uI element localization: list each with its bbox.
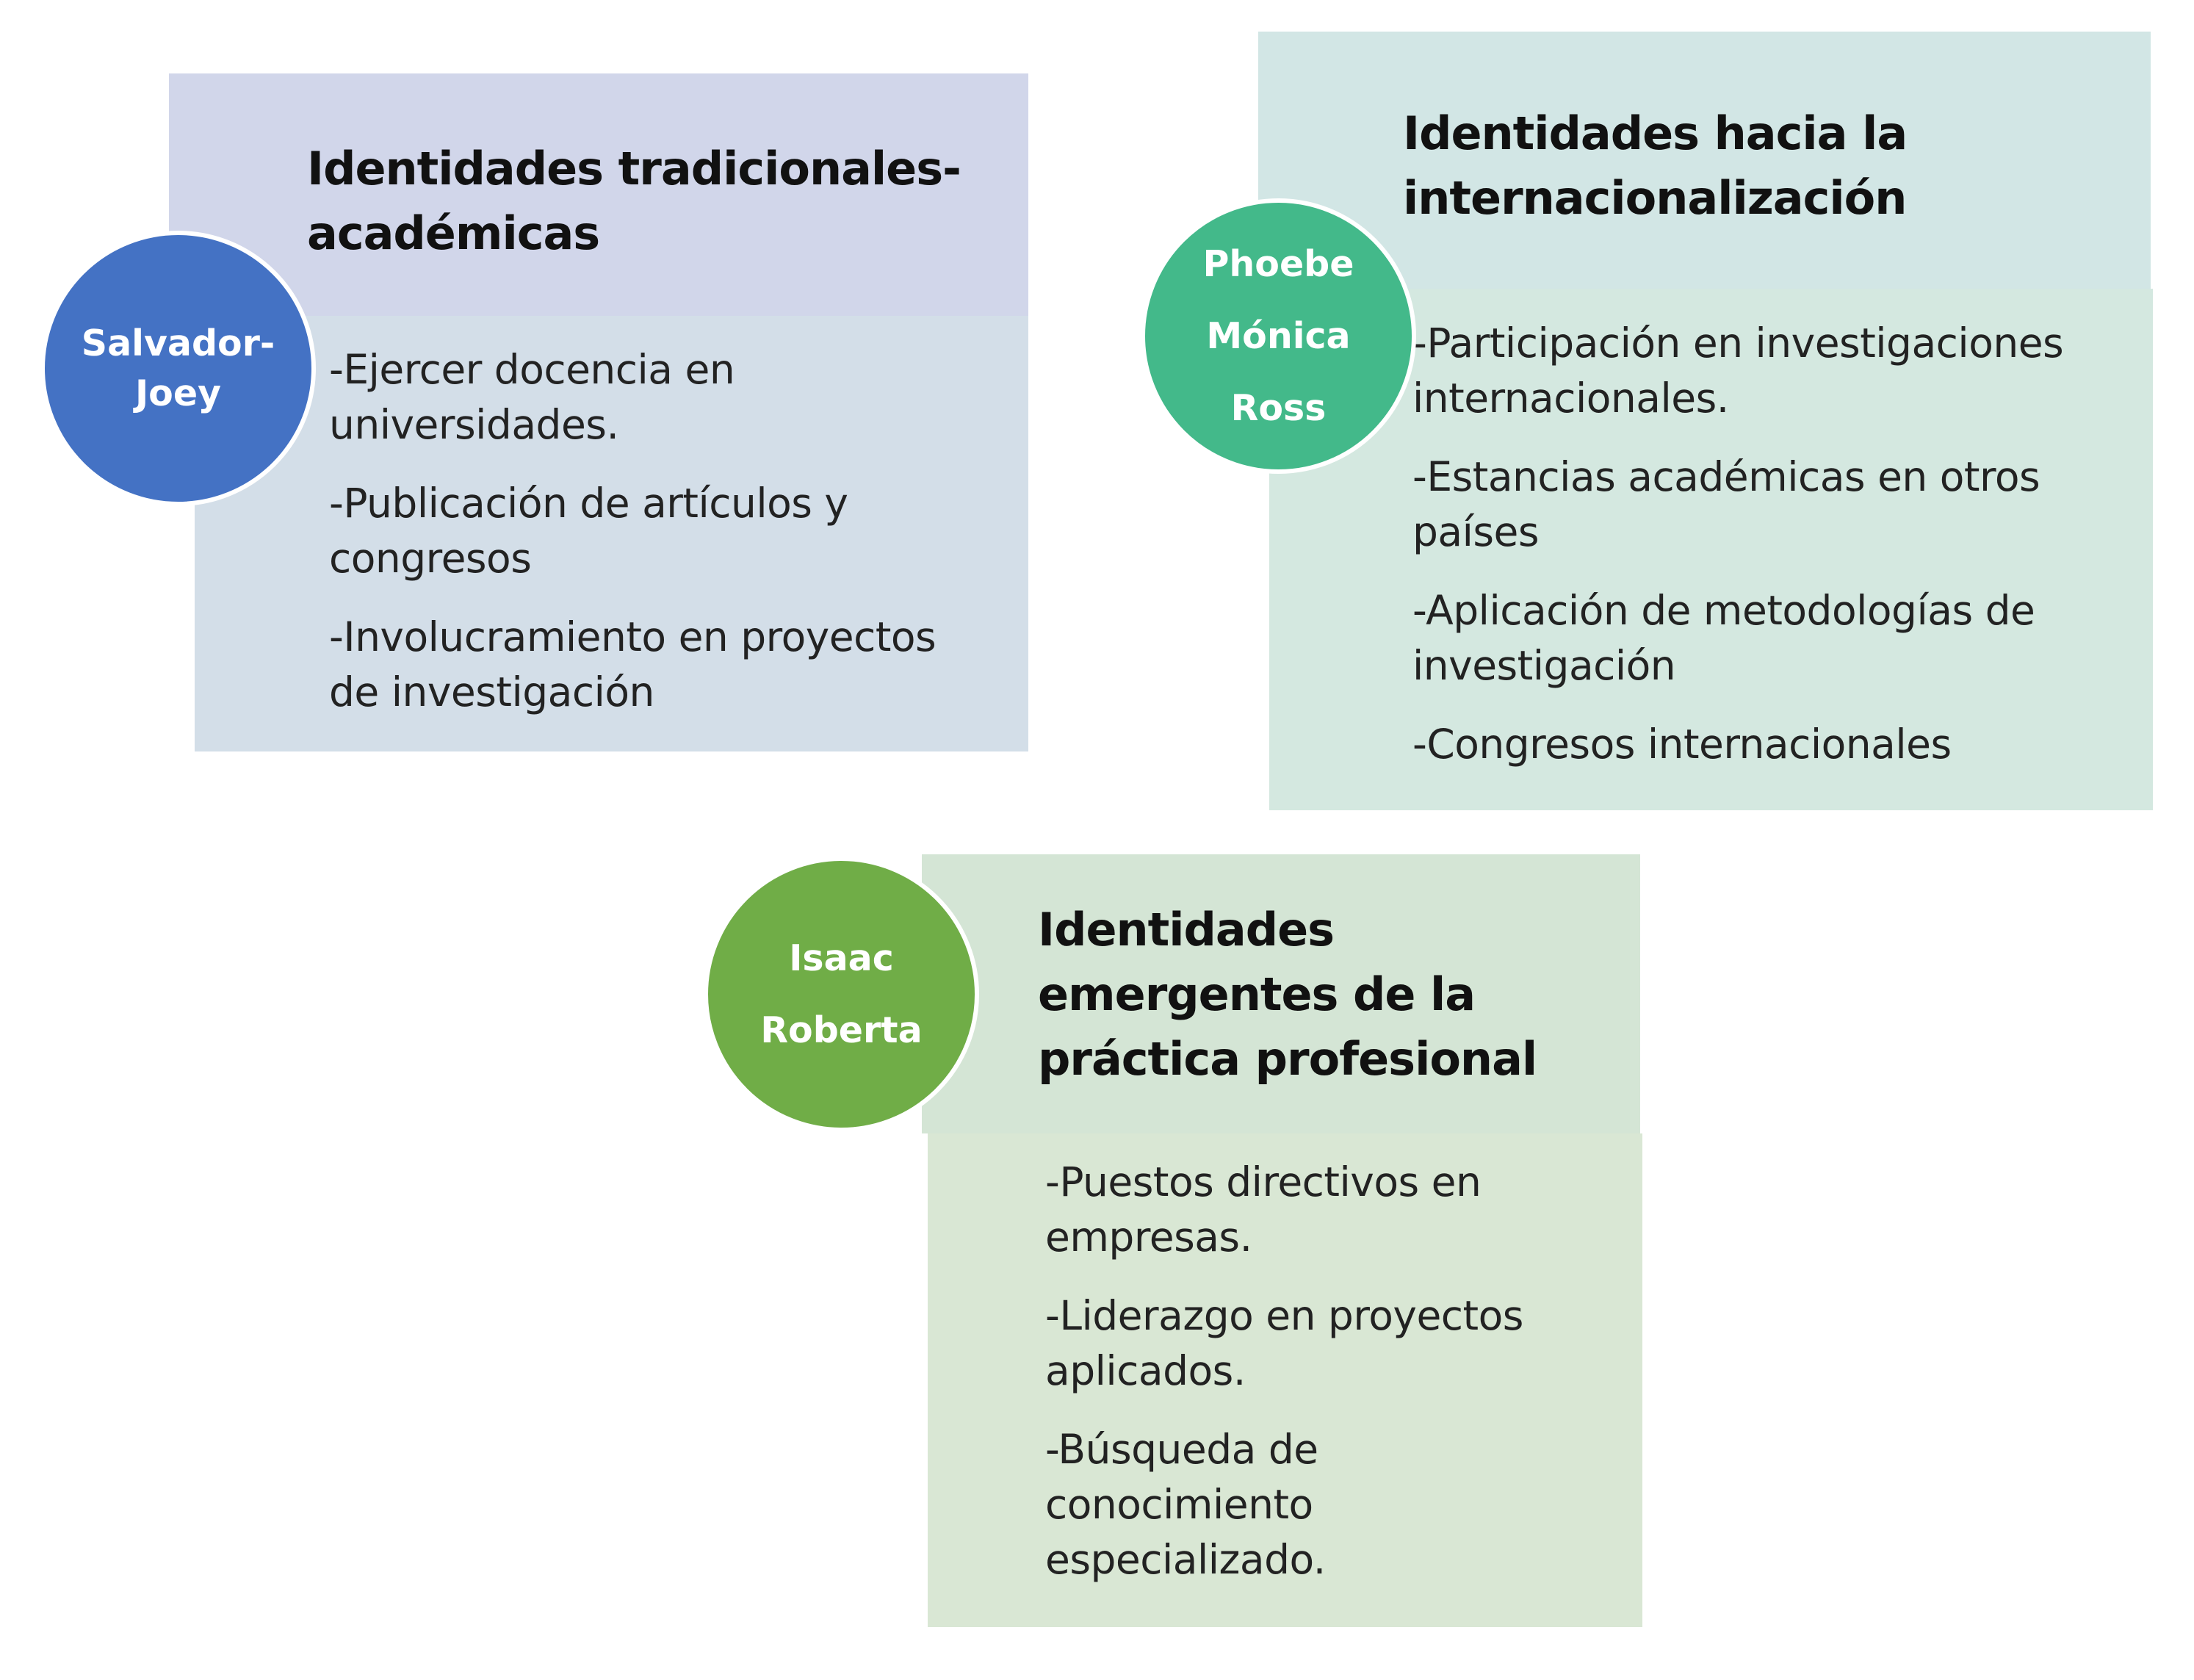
group2-item: -Participación en investigaciones intern…: [1412, 320, 2064, 422]
group2-title: Identidades hacia la internacionalizació…: [1403, 101, 1908, 231]
group1-circle: Salvador- Joey: [40, 231, 316, 506]
group2-title-line: internacionalización: [1403, 171, 1907, 225]
group2-circle-label: Ross: [1230, 386, 1327, 429]
group1-body-box: [195, 316, 1028, 751]
group2-item: -Congresos internacionales: [1412, 721, 1952, 768]
group1-item: -Publicación de artículos y congresos: [329, 480, 848, 582]
group3-body-box: [928, 1133, 1642, 1627]
group1-item: -Involucramiento en proyectos de investi…: [329, 613, 937, 715]
group2-body-box: [1269, 289, 2153, 810]
group1-list: -Ejercer docencia en universidades. -Pub…: [329, 342, 1005, 743]
group2-circle: Phoebe Mónica Ross: [1141, 198, 1416, 474]
group2-circle-label: Phoebe: [1202, 242, 1354, 285]
group2-circle-label: Mónica: [1206, 314, 1351, 357]
group3-title-line: práctica profesional: [1038, 1032, 1537, 1086]
group2-list: -Participación en investigaciones intern…: [1412, 316, 2140, 796]
group2-title-box: [1258, 32, 2151, 289]
group3-item: -Puestos directivos en empresas.: [1045, 1158, 1482, 1261]
group3-item: -Liderazgo en proyectos aplicados.: [1045, 1292, 1523, 1394]
group1-title-line: Identidades tradicionales-: [307, 142, 961, 195]
group3-list: -Puestos directivos en empresas. -Lidera…: [1045, 1155, 1625, 1611]
group2-title-line: Identidades hacia la: [1403, 107, 1908, 160]
group3-circle: Isaac Roberta: [704, 857, 979, 1132]
group3-title-box: [922, 854, 1640, 1133]
group3-title-line: emergentes de la: [1038, 967, 1476, 1021]
group1-circle-label: Salvador-: [81, 322, 275, 364]
group1-circle-label: Joey: [134, 372, 222, 414]
group3-item: -Búsqueda de conocimiento especializado.: [1045, 1426, 1326, 1583]
group2-item: -Aplicación de metodologías de investiga…: [1412, 587, 2035, 689]
group3-title-line: Identidades: [1038, 903, 1335, 956]
group1-title: Identidades tradicionales- académicas: [307, 137, 961, 266]
group3-circle-label: Isaac: [789, 937, 894, 979]
group1-title-box: [169, 73, 1028, 316]
group1-item: -Ejercer docencia en universidades.: [329, 346, 735, 448]
group1-title-line: académicas: [307, 206, 600, 260]
group3-title: Identidades emergentes de la práctica pr…: [1038, 898, 1537, 1092]
group2-item: -Estancias académicas en otros países: [1412, 453, 2040, 555]
group3-circle-label: Roberta: [760, 1009, 923, 1051]
